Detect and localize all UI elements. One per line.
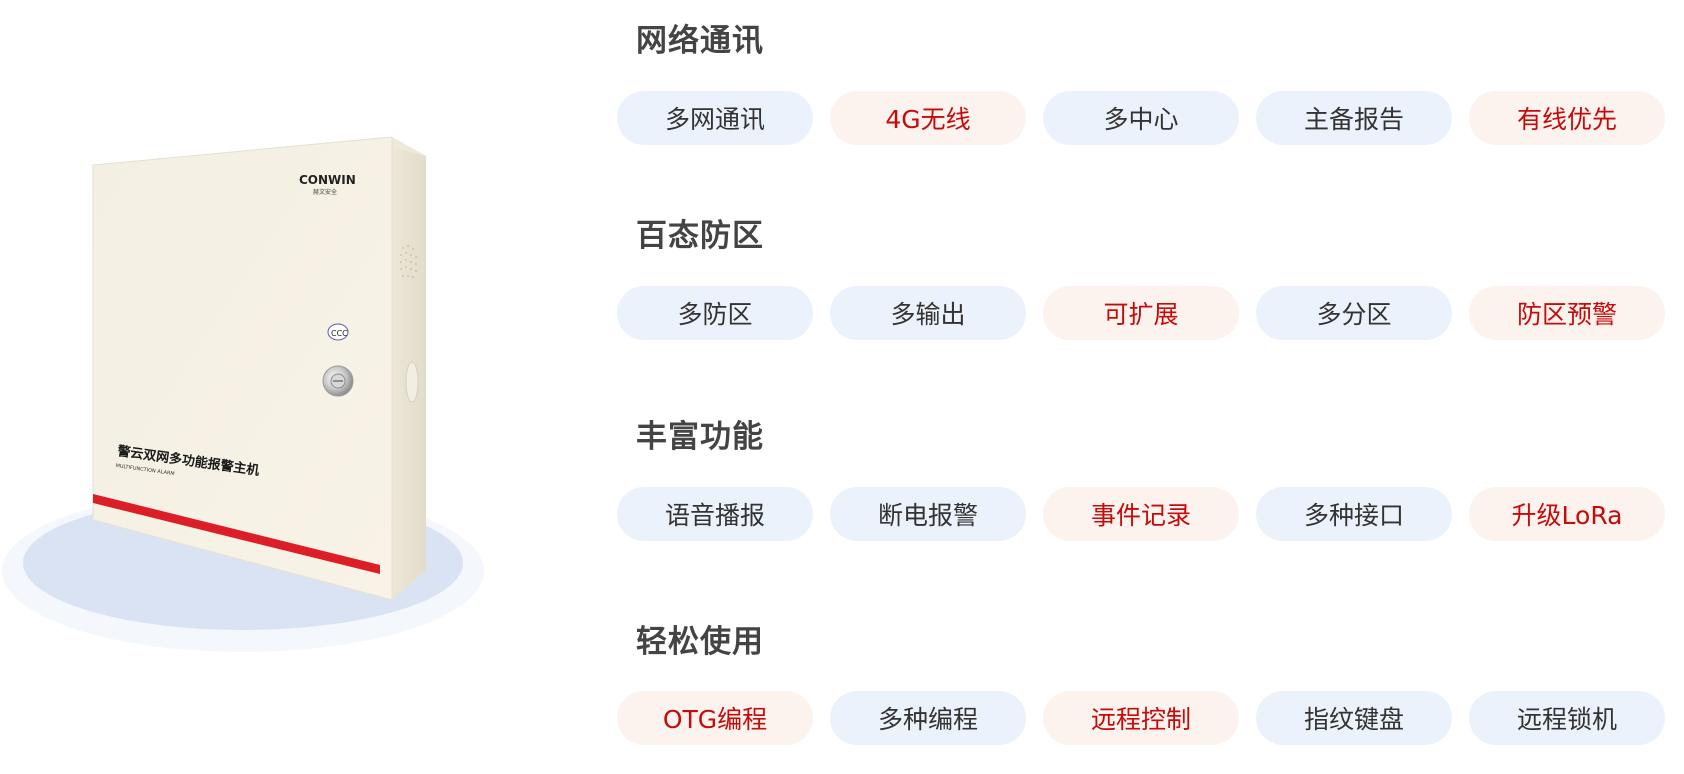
key-lock-icon — [322, 365, 354, 397]
feature-pill-voice-broadcast[interactable]: 语音播报 — [617, 487, 813, 541]
feature-pill-multi-output[interactable]: 多输出 — [830, 286, 1026, 340]
feature-pill-fingerprint-keypad[interactable]: 指纹键盘 — [1256, 691, 1452, 745]
alarm-host-box-image: CONWIN 赫文安全 CCC 警云双网多功能报警主机 MULTIFUNCTIO… — [92, 136, 426, 601]
group-title: 轻松使用 — [636, 624, 764, 660]
feature-pill-otg-programming[interactable]: OTG编程 — [617, 691, 813, 745]
group-title: 百态防区 — [636, 218, 764, 254]
feature-pill-4g-wireless[interactable]: 4G无线 — [830, 91, 1026, 145]
brand-logo: CONWIN — [299, 173, 356, 187]
feature-pill-multi-partition[interactable]: 多分区 — [1256, 286, 1452, 340]
pill-row: 多防区 多输出 可扩展 多分区 防区预警 — [617, 286, 1665, 340]
feature-pill-power-failure-alarm[interactable]: 断电报警 — [830, 487, 1026, 541]
feature-pill-remote-control[interactable]: 远程控制 — [1043, 691, 1239, 745]
box-front-panel — [92, 136, 393, 601]
feature-pill-upgrade-lora[interactable]: 升级LoRa — [1469, 487, 1665, 541]
feature-pill-wired-priority[interactable]: 有线优先 — [1469, 91, 1665, 145]
feature-groups: 网络通讯 多网通讯 4G无线 多中心 主备报告 有线优先 百态防区 多防区 多输… — [617, 0, 1684, 774]
feature-pill-multi-center[interactable]: 多中心 — [1043, 91, 1239, 145]
feature-pill-event-log[interactable]: 事件记录 — [1043, 487, 1239, 541]
feature-pill-primary-backup-report[interactable]: 主备报告 — [1256, 91, 1452, 145]
speaker-grille-icon — [400, 245, 417, 278]
pill-row: OTG编程 多种编程 远程控制 指纹键盘 远程锁机 — [617, 691, 1665, 745]
feature-pill-remote-lock[interactable]: 远程锁机 — [1469, 691, 1665, 745]
feature-pill-expandable[interactable]: 可扩展 — [1043, 286, 1239, 340]
feature-pill-multi-network[interactable]: 多网通讯 — [617, 91, 813, 145]
feature-pill-multi-zone[interactable]: 多防区 — [617, 286, 813, 340]
pill-row: 多网通讯 4G无线 多中心 主备报告 有线优先 — [617, 91, 1665, 145]
product-illustration: CONWIN 赫文安全 CCC 警云双网多功能报警主机 MULTIFUNCTIO… — [0, 0, 560, 774]
box-red-stripe — [93, 494, 380, 574]
group-title: 网络通讯 — [636, 23, 764, 59]
brand-subtitle: 赫文安全 — [313, 188, 337, 196]
pill-row: 语音播报 断电报警 事件记录 多种接口 升级LoRa — [617, 487, 1665, 541]
feature-pill-multiple-programming[interactable]: 多种编程 — [830, 691, 1026, 745]
group-title: 丰富功能 — [636, 419, 764, 455]
side-knockout-hole — [405, 361, 419, 403]
feature-pill-multiple-interfaces[interactable]: 多种接口 — [1256, 487, 1452, 541]
svg-text:CCC: CCC — [331, 329, 348, 338]
ccc-certification-icon: CCC — [327, 323, 349, 341]
feature-pill-zone-early-warning[interactable]: 防区预警 — [1469, 286, 1665, 340]
